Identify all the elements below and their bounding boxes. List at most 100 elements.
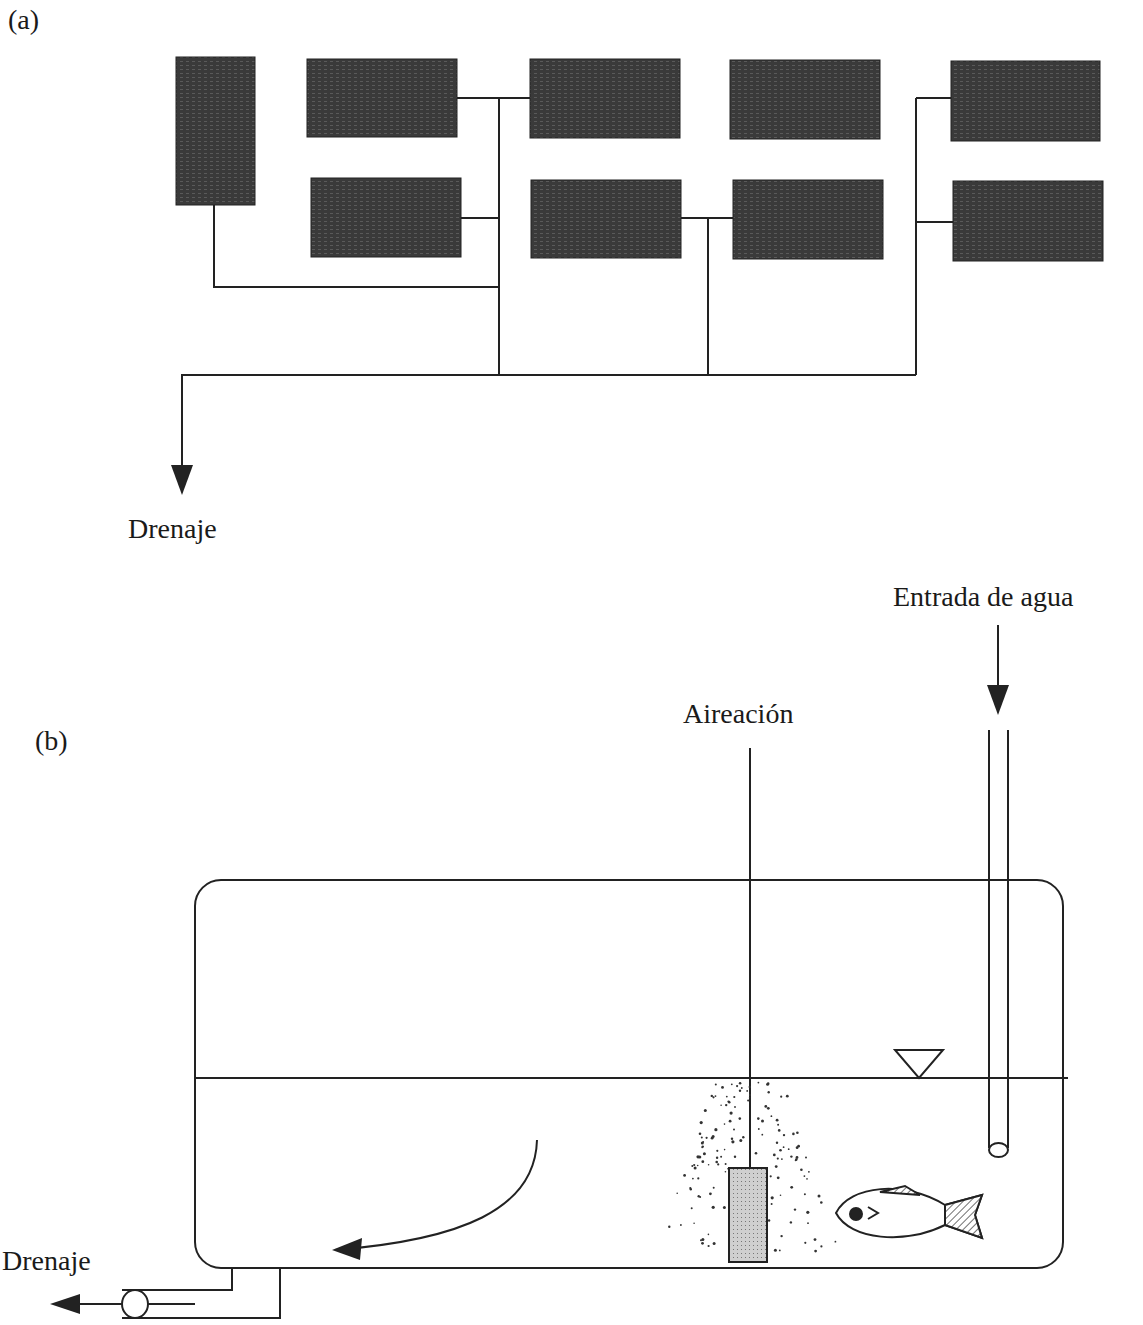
bubble (777, 1124, 779, 1126)
bubble (792, 1133, 795, 1136)
bubble (700, 1239, 702, 1241)
drain-pipe (80, 1268, 280, 1318)
bubble (690, 1188, 692, 1190)
bubble (700, 1121, 703, 1124)
bubble (780, 1194, 782, 1196)
bubble (728, 1101, 730, 1103)
bubble (795, 1159, 797, 1161)
bubble (693, 1164, 695, 1166)
bubble (739, 1139, 742, 1142)
bubble (731, 1140, 734, 1143)
bubble (780, 1096, 782, 1098)
bubble (779, 1149, 782, 1152)
bubble (733, 1128, 735, 1130)
bubble (741, 1087, 743, 1089)
bubble (796, 1156, 799, 1159)
bubble (717, 1163, 719, 1165)
bubble (746, 1090, 748, 1092)
bubble (804, 1175, 806, 1177)
bubble (712, 1206, 715, 1209)
bubble (725, 1163, 727, 1165)
bubble (775, 1165, 778, 1168)
bubble (761, 1120, 764, 1123)
bubble (720, 1156, 722, 1158)
bubble (691, 1207, 693, 1209)
bubble (680, 1224, 682, 1226)
bubble (768, 1091, 770, 1093)
aeration-label: Aireación (683, 700, 793, 728)
bubble (713, 1187, 715, 1189)
arrowhead (171, 465, 193, 495)
bubble (683, 1174, 686, 1177)
bubble (739, 1117, 742, 1120)
bubble (721, 1086, 724, 1089)
bubble (749, 1097, 751, 1099)
bubble (734, 1156, 736, 1158)
bubble (727, 1100, 729, 1102)
bubble (777, 1158, 779, 1160)
bubble (776, 1142, 778, 1144)
bubble (715, 1161, 718, 1164)
bubble (807, 1222, 809, 1224)
outlet-label: Drenaje (128, 515, 217, 543)
bubble (739, 1082, 742, 1085)
bubble (715, 1095, 717, 1097)
bubble (778, 1129, 781, 1132)
water-level (195, 1077, 1068, 1079)
bubble (758, 1128, 760, 1130)
bubble (701, 1136, 703, 1138)
bubble (702, 1141, 704, 1143)
bubble (766, 1083, 769, 1086)
bubble (715, 1083, 717, 1085)
bubble (723, 1206, 726, 1209)
bubble (701, 1142, 704, 1145)
bubble (699, 1132, 702, 1135)
bubble (783, 1134, 785, 1136)
bubble (773, 1154, 776, 1157)
bubble (781, 1158, 783, 1160)
bubble (771, 1203, 773, 1205)
bubble (714, 1128, 717, 1131)
bubble (720, 1104, 722, 1106)
bubble (749, 1086, 751, 1088)
bubble (708, 1245, 710, 1247)
bubble (731, 1138, 733, 1140)
bubble (708, 1164, 710, 1166)
drain-piping (182, 98, 953, 465)
bubble (730, 1112, 733, 1115)
panel-letter: (a) (8, 6, 39, 34)
bubble (758, 1082, 760, 1084)
bubble (804, 1193, 806, 1195)
bubble (725, 1104, 727, 1106)
bubble (767, 1107, 770, 1110)
bubble (726, 1096, 728, 1098)
bubble (790, 1186, 793, 1189)
bubble (731, 1083, 733, 1085)
bubble (776, 1119, 779, 1122)
air-line (749, 748, 751, 1168)
bubble (699, 1196, 701, 1198)
bubble (692, 1178, 694, 1180)
bubble (701, 1160, 704, 1163)
bubble (755, 1152, 758, 1155)
bubble (716, 1157, 718, 1159)
bubble (820, 1245, 822, 1247)
bubble (768, 1219, 770, 1221)
bubble (736, 1085, 738, 1087)
bubble (724, 1123, 726, 1125)
bubble (764, 1105, 767, 1108)
tank-side (195, 880, 1063, 1268)
flow-arrow (335, 1140, 537, 1250)
bubble (800, 1169, 803, 1172)
bubble (796, 1146, 799, 1149)
bubble (774, 1249, 777, 1252)
bubble (724, 1149, 726, 1151)
bubble (691, 1165, 693, 1167)
bubble (702, 1145, 704, 1147)
outlet-label: Drenaje (2, 1247, 91, 1275)
bubble (668, 1226, 670, 1228)
bubble (729, 1120, 732, 1123)
inlet-label: Entrada de agua (893, 583, 1073, 611)
tank-top-view (176, 57, 1103, 261)
bubble (713, 1242, 716, 1245)
